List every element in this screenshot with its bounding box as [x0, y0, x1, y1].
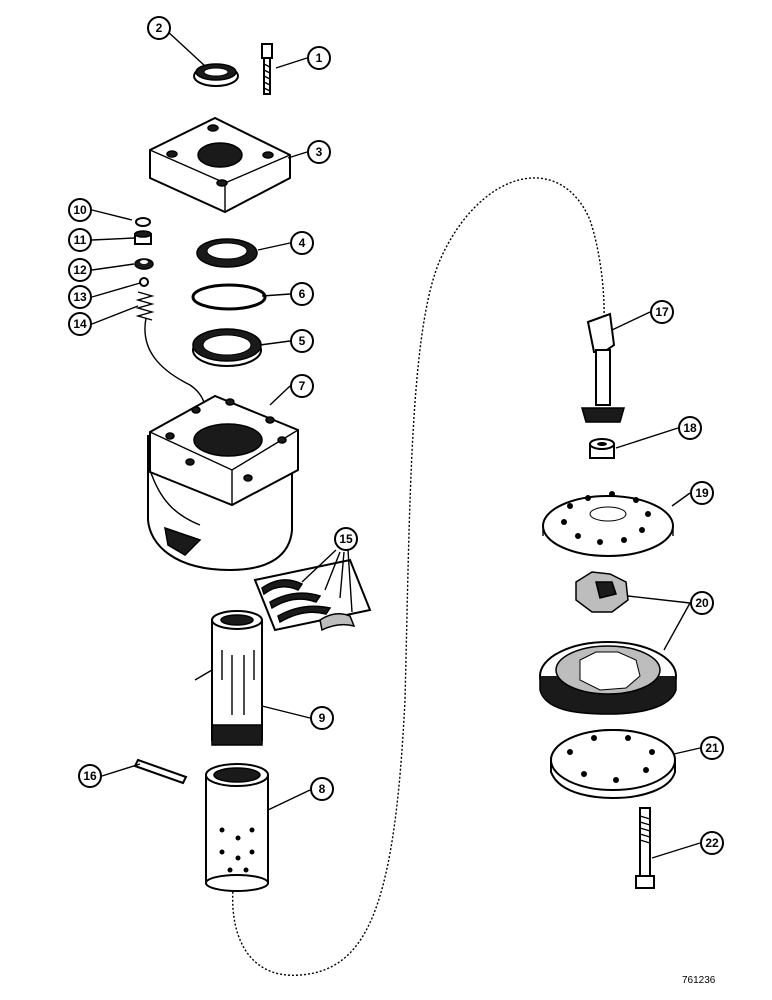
part-13-ball	[139, 277, 149, 287]
part-7-housing	[147, 394, 299, 572]
reference-code: 761236	[682, 975, 716, 986]
svg-text:14: 14	[73, 317, 87, 331]
assembly-path-line	[231, 177, 605, 976]
callout-6: 6	[290, 282, 314, 306]
part-12-seat	[134, 258, 154, 270]
callout-11: 11	[68, 228, 92, 252]
svg-text:22: 22	[705, 836, 719, 850]
callout-22: 22	[700, 831, 724, 855]
callout-9: 9	[310, 706, 334, 730]
part-16-pin	[133, 758, 188, 785]
part-15-springs	[253, 558, 372, 632]
svg-text:19: 19	[695, 486, 709, 500]
svg-text:3: 3	[316, 145, 323, 159]
part-8-sleeve	[205, 763, 269, 892]
svg-text:21: 21	[705, 741, 719, 755]
part-22-cap-screw	[635, 807, 655, 889]
part-5-bearing	[192, 328, 262, 367]
part-14-spring	[135, 291, 155, 321]
callout-21: 21	[700, 736, 724, 760]
callout-13: 13	[68, 285, 92, 309]
svg-text:11: 11	[74, 233, 87, 247]
svg-text:8: 8	[319, 782, 326, 796]
svg-text:4: 4	[299, 236, 306, 250]
callout-20: 20	[690, 591, 714, 615]
part-6-oring	[191, 283, 267, 311]
part-21-end-cap	[550, 729, 676, 800]
callout-2: 2	[147, 16, 171, 40]
svg-text:1: 1	[316, 51, 323, 65]
callout-7: 7	[290, 374, 314, 398]
part-3-flange	[149, 116, 291, 214]
svg-text:9: 9	[319, 711, 326, 725]
svg-text:2: 2	[156, 21, 163, 35]
callout-4: 4	[290, 231, 314, 255]
part-2-seal	[193, 63, 239, 87]
callout-18: 18	[678, 416, 702, 440]
part-19-manifold-plate	[542, 491, 674, 557]
part-20-gerotor	[539, 571, 677, 715]
callout-14: 14	[68, 312, 92, 336]
svg-text:20: 20	[695, 596, 709, 610]
svg-text:17: 17	[655, 305, 669, 319]
part-17-drive-shaft	[581, 312, 625, 423]
callout-3: 3	[307, 140, 331, 164]
svg-text:6: 6	[299, 287, 306, 301]
callout-8: 8	[310, 777, 334, 801]
svg-text:15: 15	[339, 532, 353, 546]
part-11-plug	[134, 230, 152, 245]
callout-12: 12	[68, 258, 92, 282]
svg-text:12: 12	[73, 263, 87, 277]
svg-text:7: 7	[299, 379, 306, 393]
svg-text:16: 16	[83, 769, 97, 783]
svg-text:13: 13	[73, 290, 87, 304]
callout-15: 15	[334, 527, 358, 551]
part-9-spool	[194, 610, 263, 746]
part-1-bolt	[261, 43, 273, 95]
callout-16: 16	[78, 764, 102, 788]
callout-10: 10	[68, 198, 92, 222]
svg-text:18: 18	[683, 421, 697, 435]
part-4-seal	[196, 238, 258, 268]
callout-1: 1	[307, 46, 331, 70]
callout-19: 19	[690, 481, 714, 505]
callout-17: 17	[650, 300, 674, 324]
svg-text:10: 10	[73, 203, 87, 217]
part-10-ring	[135, 217, 151, 227]
leader-lines	[91, 29, 701, 859]
callout-5: 5	[290, 329, 314, 353]
part-18-spacer	[589, 438, 615, 459]
svg-text:5: 5	[299, 334, 306, 348]
